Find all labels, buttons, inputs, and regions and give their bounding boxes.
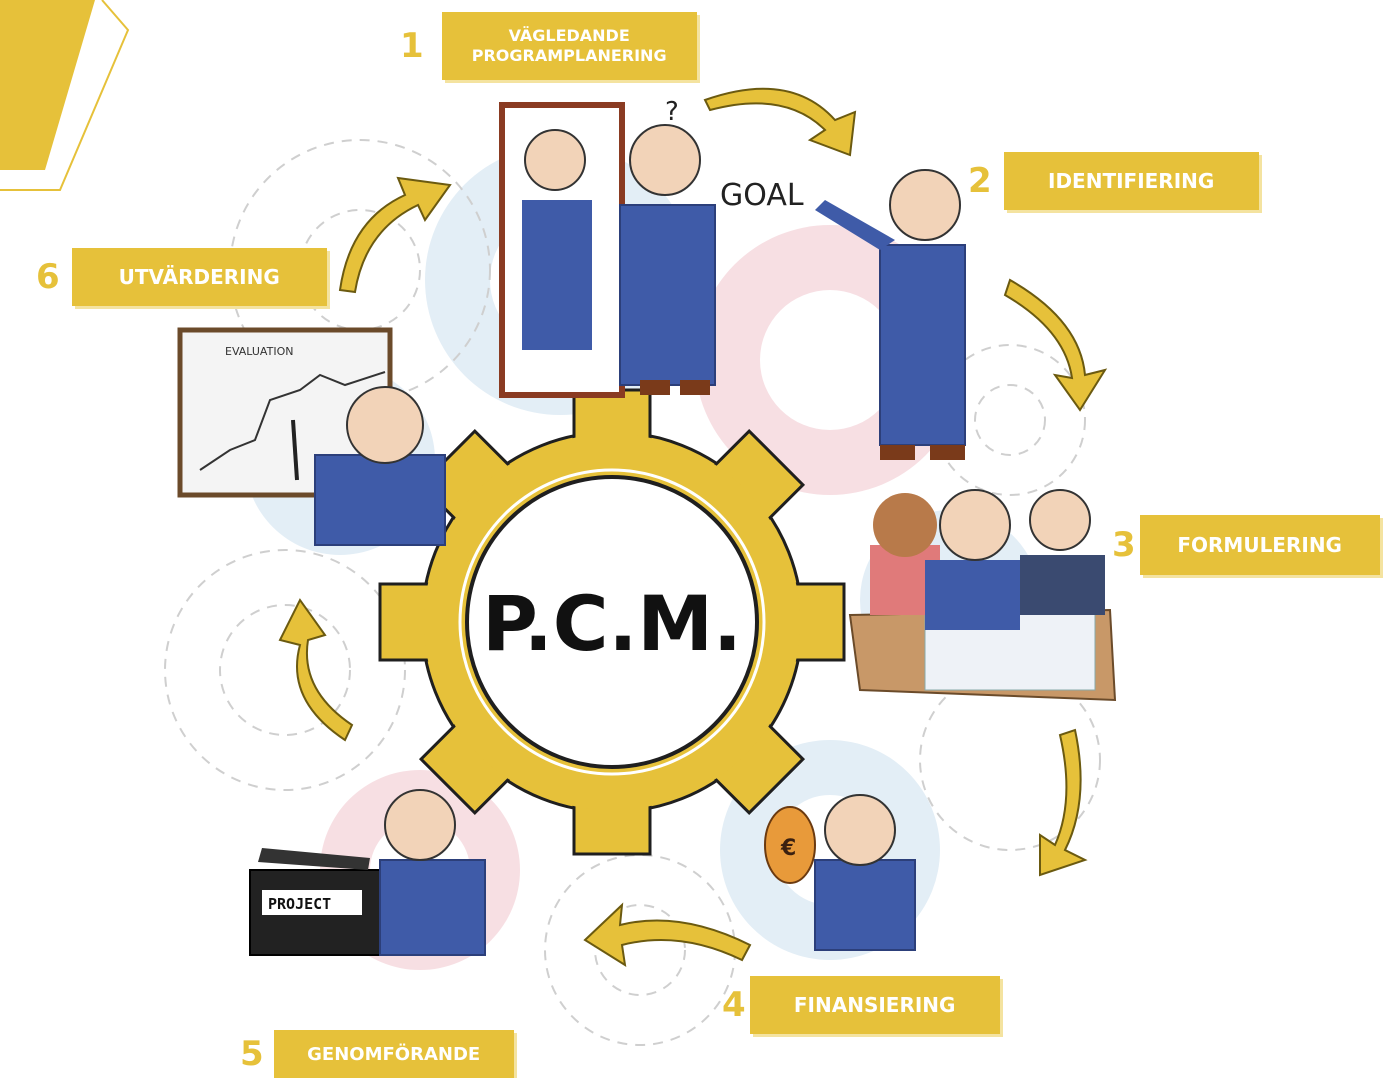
arrow-1-to-2-icon [703, 87, 857, 157]
stage-2-title: IDENTIFIERING [1003, 152, 1259, 210]
project-box-icon [249, 848, 381, 956]
euro-symbol: € [780, 836, 796, 861]
stage-6-label: 6 UTVÄRDERING [36, 248, 327, 306]
person-icon [291, 386, 446, 546]
person-icon [815, 169, 966, 460]
stage-4-number: 4 [722, 985, 746, 1025]
corner-chevron-shape [0, 0, 95, 170]
stage-2-label: 2 IDENTIFIERING [968, 152, 1259, 210]
corner-chevron-outline [0, 0, 130, 191]
stage-3-title: FORMULERING [1139, 515, 1380, 575]
person-icon [870, 489, 1105, 630]
person-icon [619, 124, 716, 395]
stage-2-number: 2 [968, 161, 992, 201]
stage-5-title: GENOMFÖRANDE [273, 1030, 514, 1078]
mirror-icon [499, 102, 625, 398]
goal-text: GOAL [720, 178, 804, 213]
stage-6-title: UTVÄRDERING [71, 248, 327, 306]
person-icon [814, 794, 916, 951]
person-icon [379, 789, 486, 956]
stage-4-label: 4 FINANSIERING [722, 976, 1000, 1034]
arrow-6-to-1-icon [338, 176, 452, 294]
stage-5-number: 5 [240, 1034, 264, 1074]
dashed-gear-4 [544, 854, 736, 1046]
central-gear-icon [378, 388, 846, 856]
stage-3-label: 3 FORMULERING [1112, 515, 1380, 575]
arrow-2-to-3-icon [1003, 278, 1108, 412]
dashed-gear-3-hub [974, 384, 1046, 456]
stage-5-label: 5 GENOMFÖRANDE [240, 1030, 514, 1078]
arrow-5-to-6-icon [278, 598, 354, 742]
dashed-gear-4-hub [594, 904, 686, 996]
dashed-gear-2 [164, 549, 406, 791]
question-mark: ? [665, 97, 679, 127]
project-box-label: PROJECT [268, 895, 331, 913]
stage-1-label: 1 VÄGLEDANDE PROGRAMPLANERING [400, 12, 697, 80]
evaluation-board-title: EVALUATION [225, 345, 293, 358]
arrow-3-to-4-icon [1039, 728, 1088, 877]
stage-4-title: FINANSIERING [749, 976, 1000, 1034]
money-bag-icon [764, 806, 816, 884]
dashed-gear-2-hub [219, 604, 351, 736]
center-title: P.C.M. [482, 579, 742, 668]
stage-3-number: 3 [1112, 525, 1136, 565]
stage-1-number: 1 [400, 26, 424, 66]
stage-6-number: 6 [36, 257, 60, 297]
arrow-4-to-5-icon [583, 902, 752, 967]
stage-1-title: VÄGLEDANDE PROGRAMPLANERING [441, 12, 697, 80]
